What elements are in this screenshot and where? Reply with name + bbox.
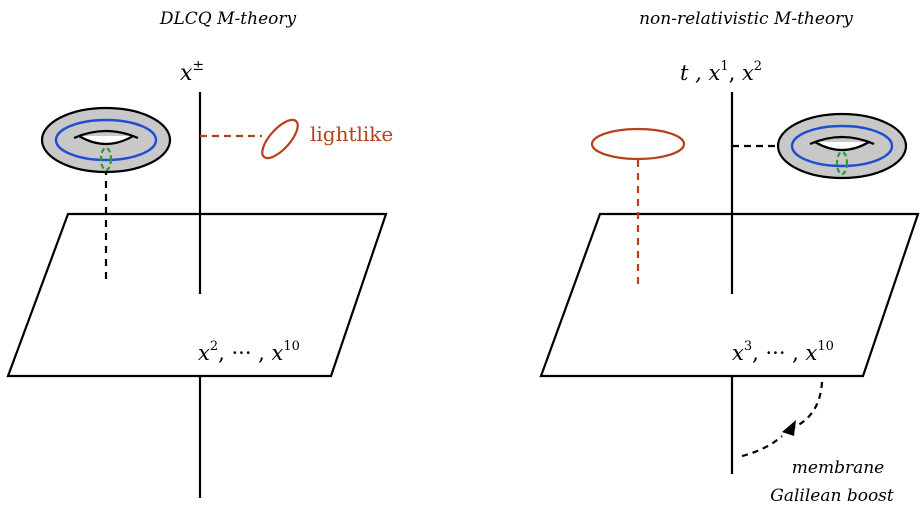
right-panel-title: non-relativistic M-theory — [639, 9, 853, 29]
left-panel-title: DLCQ M-theory — [159, 9, 297, 29]
right-axis-label: t , x1, x2 — [680, 59, 762, 85]
left-axis-label: x± — [180, 58, 204, 86]
left-torus-large-cycle — [54, 118, 158, 162]
right-panel: non-relativistic M-theory t , x1, x2 x3,… — [539, 9, 920, 506]
lightlike-label: lightlike — [310, 122, 393, 146]
right-torus-large-cycle — [790, 124, 894, 168]
left-torus-small-cycle — [99, 146, 113, 172]
left-plane — [6, 212, 388, 378]
left-panel: DLCQ M-theory x± x2, ··· , x10 lightlike — [6, 9, 393, 498]
right-torus — [776, 112, 908, 180]
right-plane — [539, 212, 920, 378]
left-torus — [40, 106, 172, 174]
right-circle — [590, 127, 686, 161]
boost-label-line1: membrane — [792, 458, 884, 478]
boost-arrow-tail — [741, 435, 783, 458]
boost-arrow-head — [782, 420, 796, 436]
right-plane-label: x3, ··· , x10 — [732, 339, 834, 365]
boost-label-line2: Galilean boost — [770, 486, 894, 506]
right-torus-small-cycle — [835, 150, 849, 176]
lightlike-circle — [261, 118, 299, 160]
left-plane-label: x2, ··· , x10 — [198, 339, 300, 365]
